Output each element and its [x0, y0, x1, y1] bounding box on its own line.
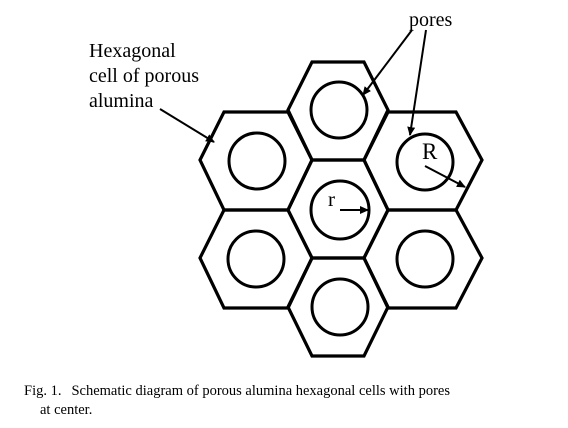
pores-arrow-to-top: [362, 29, 413, 96]
pores-label: pores: [409, 9, 453, 31]
hex-cell-bottom: [286, 256, 390, 358]
pore-lower-right: [395, 229, 455, 289]
pore-upper-right: [395, 132, 455, 192]
pores-arrow-to-upper-right: [407, 29, 427, 136]
pore-lower-left: [226, 229, 286, 289]
caption-line2: at center.: [40, 402, 93, 418]
hex-cell-label-line3: alumina: [89, 90, 154, 112]
pore-bottom: [310, 277, 370, 337]
caption-line1: Schematic diagram of porous alumina hexa…: [71, 383, 450, 399]
hex-cell-arrow: [159, 108, 215, 143]
pore-center: [309, 179, 371, 241]
hex-cell-label-line1: Hexagonal: [89, 40, 176, 62]
figure-number: Fig. 1.: [24, 383, 62, 399]
pore-top: [309, 80, 369, 140]
pore-upper-left: [227, 131, 287, 191]
figure-caption: Fig. 1. Schematic diagram of porous alumi…: [24, 382, 554, 420]
hex-cell-label-line2: cell of porous: [89, 65, 199, 87]
r-label: r: [328, 187, 335, 211]
R-label: R: [422, 139, 438, 164]
porous-alumina-diagram: pores Hexagonal cell of porous alumina R…: [89, 9, 484, 358]
R-arrow: [424, 165, 466, 188]
